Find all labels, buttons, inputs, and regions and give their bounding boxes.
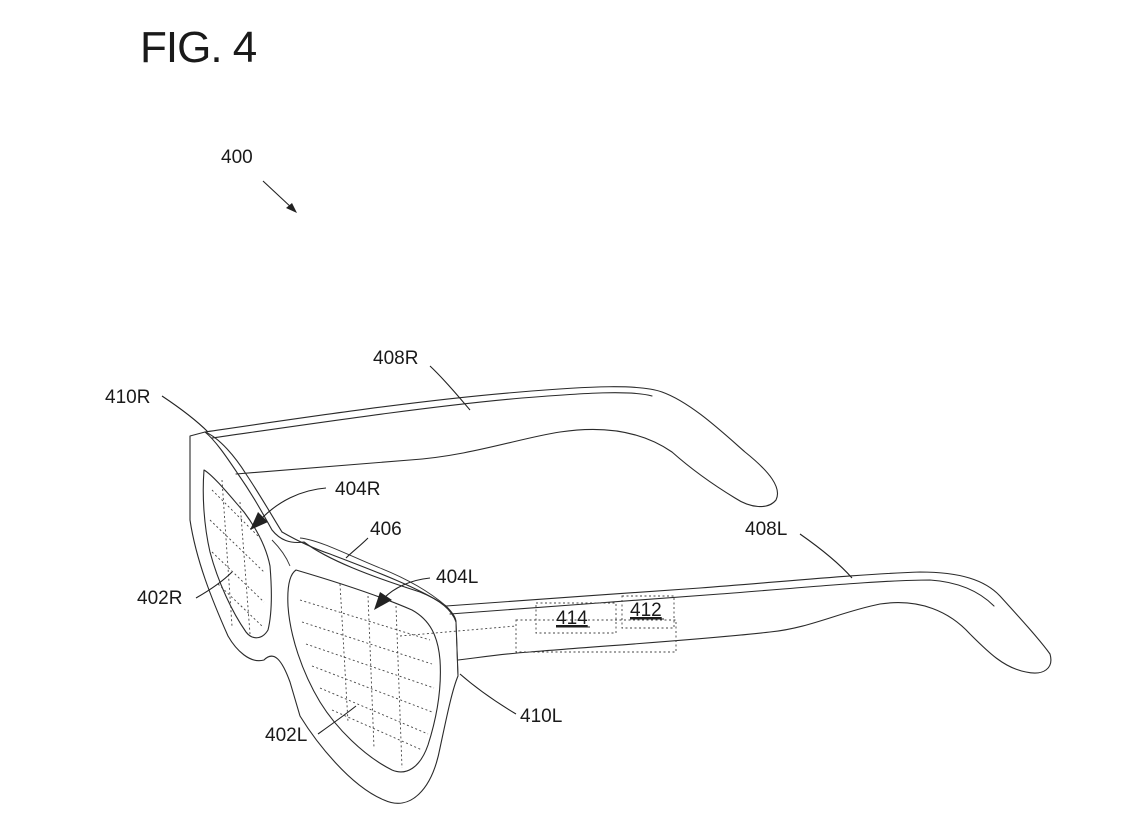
label-404l: 404L — [436, 567, 478, 588]
label-402l: 402L — [265, 725, 307, 746]
routing-line — [399, 625, 517, 637]
lens-grid-right — [209, 479, 265, 635]
label-412: 412 — [630, 600, 662, 621]
arrow-400 — [262, 180, 297, 213]
label-414: 414 — [556, 608, 588, 629]
label-400: 400 — [221, 147, 253, 168]
lens-grid-left — [299, 583, 435, 769]
temple-arm-left — [445, 571, 1052, 677]
component-group — [515, 595, 677, 653]
frame-front — [189, 431, 459, 804]
label-402r: 402R — [137, 588, 182, 609]
figure-title: FIG. 4 — [140, 23, 257, 72]
arrow-404r — [250, 487, 327, 530]
temple-arm-right — [204, 386, 778, 508]
label-408r: 408R — [373, 348, 418, 369]
label-404r: 404R — [335, 479, 380, 500]
label-410l: 410L — [520, 706, 562, 727]
label-408l: 408L — [745, 519, 787, 540]
arrow-404l — [374, 577, 431, 610]
label-410r: 410R — [105, 387, 150, 408]
label-406: 406 — [370, 519, 402, 540]
